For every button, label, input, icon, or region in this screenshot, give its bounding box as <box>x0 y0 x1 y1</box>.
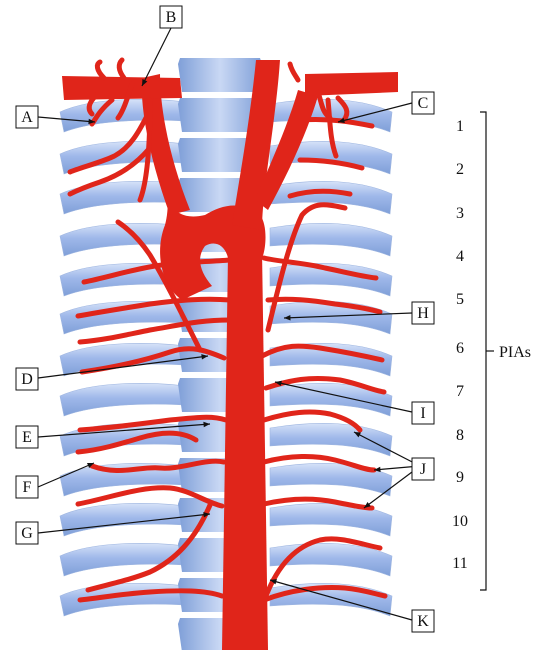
label-c: C <box>418 95 429 112</box>
level-number: 2 <box>456 161 464 178</box>
level-number: 4 <box>456 248 464 265</box>
level-number: 3 <box>456 205 464 222</box>
level-number: 8 <box>456 427 464 444</box>
rib-right <box>270 423 392 456</box>
label-k: K <box>417 613 429 630</box>
pias-label: PIAs <box>499 344 531 361</box>
label-d: D <box>21 371 33 388</box>
level-number: 5 <box>456 291 464 308</box>
vertebra <box>178 58 262 92</box>
level-number: 6 <box>456 340 464 357</box>
label-h: H <box>417 305 429 322</box>
label-b: B <box>166 9 177 26</box>
level-number: 7 <box>456 383 464 400</box>
level-number: 1 <box>456 118 464 135</box>
label-a: A <box>21 109 33 126</box>
label-f: F <box>23 479 32 496</box>
level-numbers: 1 2 3 4 5 6 7 8 9 10 11 <box>452 118 468 572</box>
pias-bracket: PIAs <box>480 112 531 590</box>
label-j: J <box>420 461 426 478</box>
label-i: I <box>420 405 425 422</box>
level-number: 9 <box>456 469 464 486</box>
level-number: 11 <box>452 555 467 572</box>
label-g: G <box>21 525 33 542</box>
level-number: 10 <box>452 513 468 530</box>
label-e: E <box>22 429 32 446</box>
